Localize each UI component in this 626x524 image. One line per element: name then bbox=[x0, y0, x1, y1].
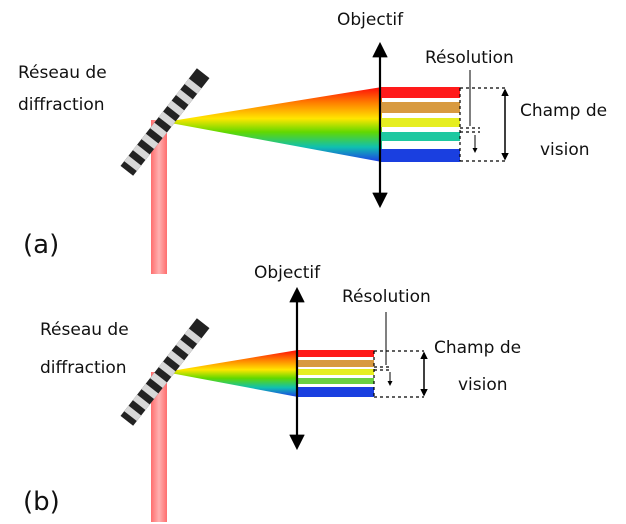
spectrum-fan bbox=[165, 350, 298, 397]
resolution-label: Résolution bbox=[425, 48, 514, 68]
panel-tag: (a) bbox=[23, 230, 59, 260]
grating-label-line1: Réseau de bbox=[40, 320, 129, 340]
field-label-line1: Champ de bbox=[434, 338, 521, 358]
grating-label-line2: diffraction bbox=[40, 358, 127, 378]
panel-a: Objectif Résolution Champ de vision Rése… bbox=[18, 10, 607, 274]
resolution-label: Résolution bbox=[342, 287, 431, 307]
field-label-line2: vision bbox=[458, 375, 508, 395]
spectrum-bars bbox=[381, 87, 460, 162]
grating-label-line2: diffraction bbox=[18, 95, 105, 115]
panel-b: Objectif Résolution Champ de vision Rése… bbox=[23, 263, 521, 522]
dashed-guides bbox=[459, 87, 505, 162]
diffraction-grating bbox=[120, 68, 210, 176]
grating-label-line1: Réseau de bbox=[18, 63, 107, 83]
spectrum-fan bbox=[165, 87, 382, 162]
dashed-guides bbox=[373, 350, 424, 398]
panel-tag: (b) bbox=[23, 487, 60, 517]
laser-beam bbox=[151, 372, 167, 522]
diffraction-grating bbox=[120, 318, 210, 426]
lens-label: Objectif bbox=[254, 263, 321, 283]
field-label-line1: Champ de bbox=[520, 101, 607, 121]
lens-label: Objectif bbox=[337, 10, 404, 30]
field-label-line2: vision bbox=[540, 140, 590, 160]
spectrum-bars bbox=[297, 350, 374, 397]
laser-beam bbox=[151, 120, 167, 274]
